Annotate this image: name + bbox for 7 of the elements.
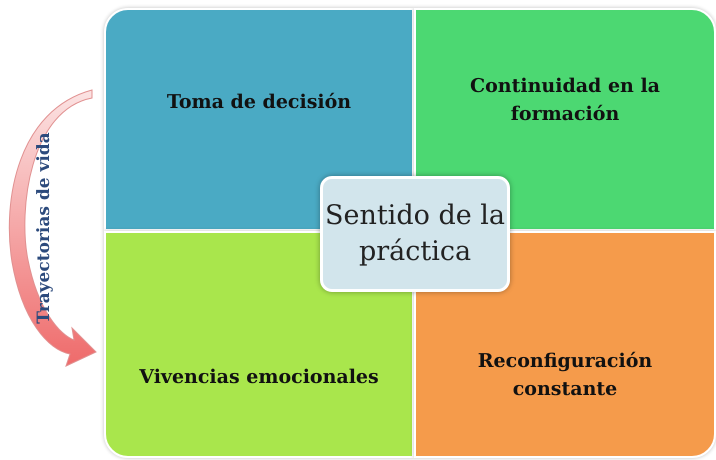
side-label: Trayectorias de vida bbox=[34, 132, 54, 324]
quadrant-title: Vivencias emocionales bbox=[138, 365, 380, 390]
center-title: Sentido de la práctica bbox=[324, 199, 506, 269]
center-box bbox=[320, 176, 510, 292]
quadrant-title: Reconfiguración constante bbox=[476, 349, 654, 402]
quadrant-title: Toma de decisión bbox=[166, 90, 352, 115]
quadrant-title: Continuidad en la formación bbox=[469, 74, 661, 127]
